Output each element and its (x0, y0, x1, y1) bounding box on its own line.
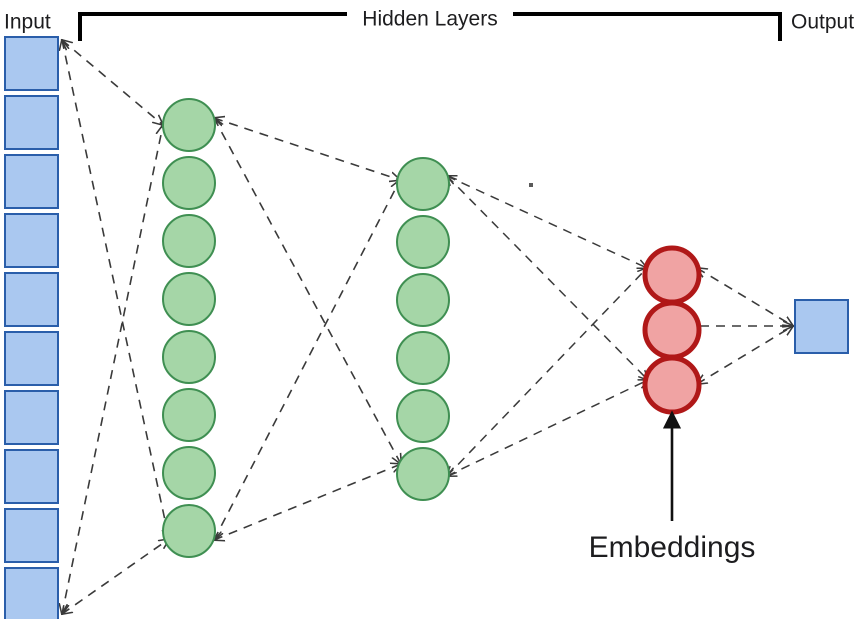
hidden-2-node (396, 389, 450, 443)
input-node (4, 449, 59, 504)
hidden-2-node (396, 331, 450, 385)
connection-line (697, 326, 793, 384)
embeddings-node (642, 245, 702, 305)
input-node (4, 36, 59, 91)
hidden-2-node (396, 215, 450, 269)
connection-line (214, 464, 401, 540)
input-node (4, 95, 59, 150)
hidden-layer-2 (396, 157, 450, 501)
output-node (794, 299, 849, 354)
input-node (4, 390, 59, 445)
output-label: Output (791, 11, 854, 34)
connections-input-to-hidden1 (62, 40, 169, 614)
input-node (4, 508, 59, 563)
hidden-layer-1 (162, 98, 216, 558)
output-layer (794, 299, 849, 354)
hidden-1-node (162, 98, 216, 152)
hidden-1-node (162, 214, 216, 268)
input-node (4, 272, 59, 327)
connection-line (214, 180, 400, 540)
embeddings-node (642, 300, 702, 360)
connection-line (214, 118, 400, 180)
hidden-2-node (396, 157, 450, 211)
connection-line (62, 40, 169, 539)
hidden-1-node (162, 156, 216, 210)
input-layer (4, 36, 59, 619)
stray-artifact-dot (529, 183, 533, 187)
connections-embeddings-to-output (697, 268, 793, 384)
embeddings-layer (642, 245, 702, 415)
hidden-layers-bracket (78, 12, 782, 41)
input-node (4, 213, 59, 268)
connection-line (697, 268, 793, 326)
hidden-1-node (162, 446, 216, 500)
hidden-2-node (396, 447, 450, 501)
embeddings-node (642, 355, 702, 415)
hidden-1-node (162, 388, 216, 442)
connection-line (447, 176, 647, 268)
hidden-layers-label: Hidden Layers (362, 8, 497, 31)
hidden-1-node (162, 330, 216, 384)
connection-line (447, 268, 647, 476)
connection-line (62, 40, 163, 125)
hidden-1-node (162, 272, 216, 326)
connection-line (447, 176, 648, 380)
hidden-1-node (162, 504, 216, 558)
hidden-2-node (396, 273, 450, 327)
embeddings-label: Embeddings (589, 531, 756, 564)
connection-line (62, 539, 169, 614)
input-node (4, 154, 59, 209)
connections-hidden2-to-embeddings (447, 176, 648, 476)
connection-line (62, 125, 163, 614)
input-label: Input (4, 11, 51, 34)
input-node (4, 331, 59, 386)
connections-hidden1-to-hidden2 (214, 118, 401, 540)
connection-line (447, 380, 648, 476)
input-node (4, 567, 59, 619)
connection-line (214, 118, 401, 464)
